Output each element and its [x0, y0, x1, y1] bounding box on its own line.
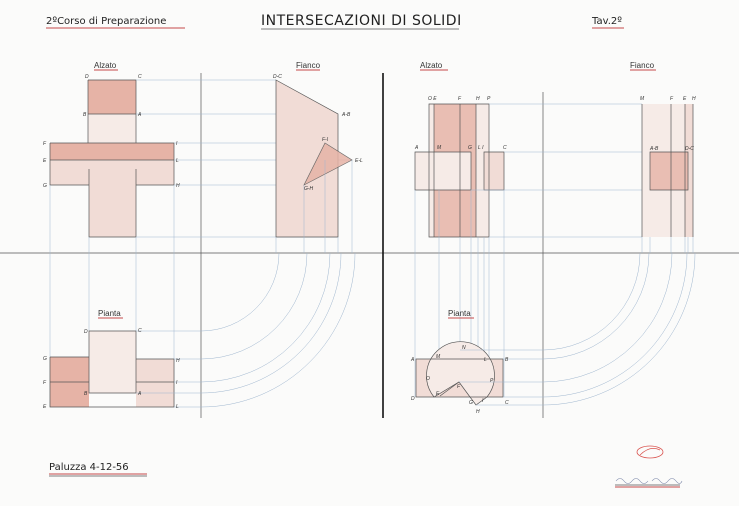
point-label: E: [683, 96, 687, 102]
point-label: M: [436, 354, 441, 360]
point-label: H: [176, 358, 180, 364]
point-label: C: [503, 145, 507, 151]
point-label: G-H: [304, 186, 314, 192]
point-label: G: [468, 145, 472, 151]
point-label: F: [43, 380, 47, 386]
point-label: D-C: [273, 74, 282, 80]
view-label: Pianta: [98, 309, 121, 318]
point-label: D-C: [685, 146, 694, 152]
point-label: F: [458, 96, 462, 102]
point-label: D: [84, 329, 88, 335]
point-label: D: [411, 396, 415, 402]
point-label: F: [670, 96, 674, 102]
point-label: I: [176, 380, 178, 386]
sheet-title: INTERSECAZIONI DI SOLIDI: [261, 13, 462, 29]
view-label: Pianta: [448, 309, 471, 318]
stamp-icon: [636, 445, 664, 459]
point-label: A: [410, 357, 415, 363]
plate-number: Tav.2º: [591, 16, 622, 27]
point-label: L: [176, 404, 179, 410]
left-fianco: Fianco D-C A-B F-I E-L G-H: [273, 61, 363, 253]
view-label: Fianco: [296, 61, 321, 70]
point-label: B: [83, 112, 87, 118]
point-label: D: [85, 74, 89, 80]
point-label: A: [137, 112, 142, 118]
point-label: L I: [478, 145, 484, 151]
point-label: F-I: [322, 137, 329, 143]
point-label: O E: [428, 96, 437, 102]
place-date: Paluzza 4-12-56: [49, 462, 129, 473]
right-fianco: Fianco M F E H A-B D-C: [630, 61, 696, 253]
point-label: M: [437, 145, 442, 151]
point-label: C: [138, 328, 142, 334]
point-label: E: [436, 391, 440, 397]
point-label: G: [469, 400, 473, 406]
point-label: H: [176, 183, 180, 189]
point-label: F: [457, 384, 461, 390]
left-alzato: Alzato D C B A F I E L G H: [43, 61, 352, 407]
point-label: I: [176, 141, 178, 147]
left-pianta: Pianta D C G H F I B A E L: [43, 252, 356, 410]
point-label: C: [138, 74, 142, 80]
point-label: L: [484, 357, 487, 363]
point-label: H: [476, 409, 480, 415]
course-label: 2ºCorso di Preparazione: [46, 16, 166, 27]
point-label: P: [487, 96, 491, 102]
point-label: A: [414, 145, 419, 151]
point-label: B: [84, 391, 88, 397]
point-label: C: [505, 400, 509, 406]
point-label: I: [482, 398, 484, 404]
point-label: E: [43, 404, 47, 410]
point-label: N: [462, 345, 466, 351]
point-label: G: [43, 183, 47, 189]
point-label: A-B: [341, 112, 351, 118]
point-label: A-B: [649, 146, 659, 152]
point-label: M: [640, 96, 645, 102]
point-label: B: [505, 357, 509, 363]
point-label: H: [692, 96, 696, 102]
point-label: E: [43, 158, 47, 164]
point-label: E-L: [355, 158, 363, 164]
point-label: G: [43, 356, 47, 362]
point-label: L: [176, 158, 179, 164]
signature: [615, 478, 683, 488]
point-label: A: [137, 391, 142, 397]
point-label: O: [426, 376, 430, 382]
view-label: Alzato: [94, 61, 117, 70]
view-label: Fianco: [630, 61, 655, 70]
view-label: Alzato: [420, 61, 443, 70]
point-label: F: [43, 141, 47, 147]
point-label: P: [490, 378, 494, 384]
point-label: H: [476, 96, 480, 102]
right-pianta: Pianta N A M L B O P F E D G H I C: [410, 252, 696, 415]
